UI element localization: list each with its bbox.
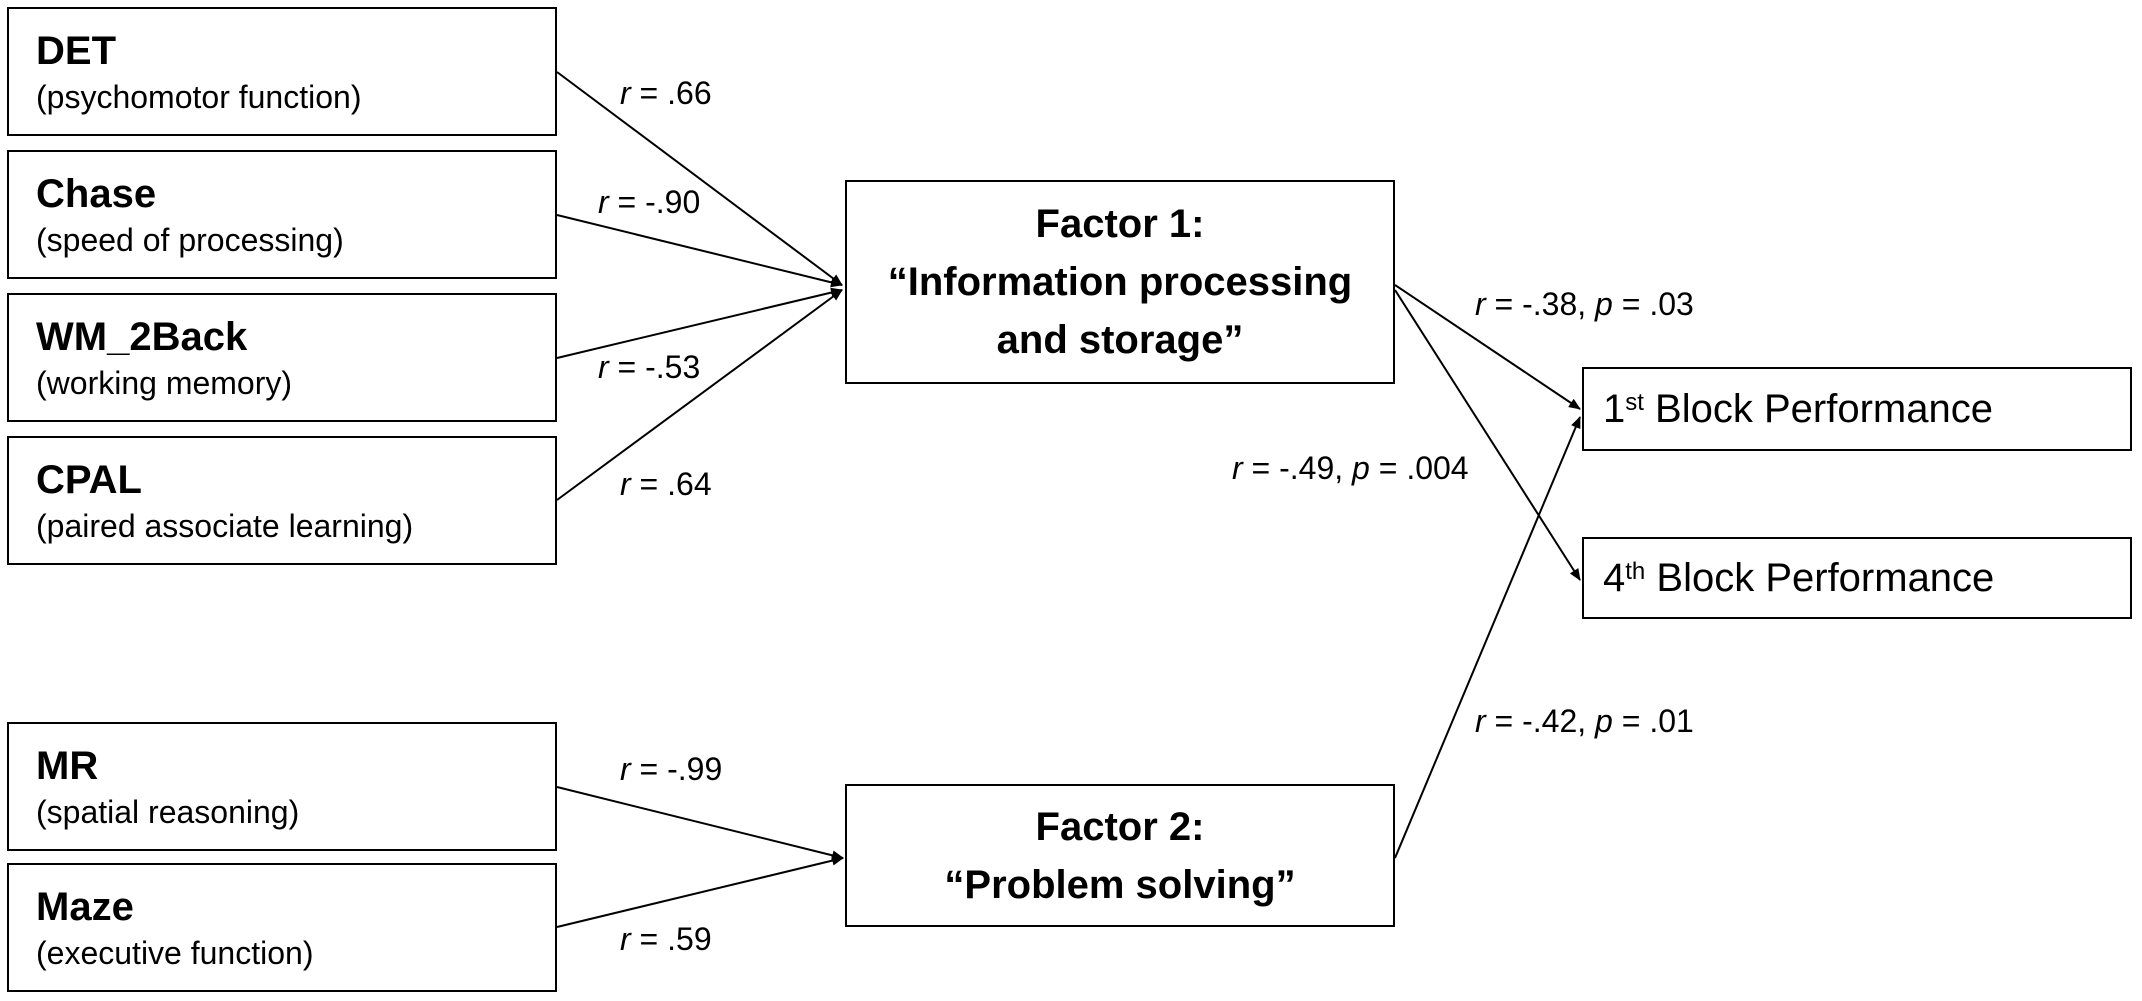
edge-label-maze-factor2: r = .59 — [620, 921, 712, 957]
r-symbol: r — [620, 466, 631, 502]
r-value: = -.42, — [1494, 703, 1587, 739]
factor-title: Factor 2: — [1035, 804, 1205, 849]
arrow-mr-to-factor2 — [556, 786, 844, 861]
edge-label-wm2back-factor1: r = -.53 — [598, 349, 700, 385]
edge-label-factor1-block1: r = -.38, p = .03 — [1475, 286, 1694, 322]
p-symbol: p — [1595, 286, 1613, 322]
test-description: (speed of processing) — [36, 222, 344, 258]
edge-label-factor1-block4: r = -.49, p = .004 — [1232, 450, 1469, 486]
r-symbol: r — [1475, 286, 1486, 322]
test-name: WM_2Back — [36, 315, 248, 359]
test-name: CPAL — [36, 458, 142, 502]
r-symbol: r — [598, 349, 609, 385]
outcome-label: Block Performance — [1656, 555, 1995, 600]
test-box-maze: Maze (executive function) — [7, 863, 557, 992]
r-value: = -.99 — [639, 751, 723, 787]
r-value: = -.53 — [617, 349, 701, 385]
arrow-chase-to-factor1 — [556, 214, 843, 288]
r-symbol: r — [598, 184, 609, 220]
p-value: = .03 — [1621, 286, 1694, 322]
factor-title: Factor 1: — [1035, 202, 1205, 246]
test-box-wm2back: WM_2Back (working memory) — [7, 293, 557, 422]
factor-box-1: Factor 1: “Information processing and st… — [845, 180, 1395, 384]
test-box-det: DET (psychomotor function) — [7, 7, 557, 136]
test-name: MR — [36, 744, 99, 788]
outcome-ordinal-suffix: th — [1625, 558, 1646, 585]
test-name: DET — [36, 29, 116, 73]
arrow-maze-to-factor2 — [556, 855, 844, 928]
test-box-mr: MR (spatial reasoning) — [7, 722, 557, 851]
r-symbol: r — [1475, 703, 1486, 739]
test-description: (working memory) — [36, 365, 293, 401]
factor-name-line1: “Information processing — [887, 260, 1353, 304]
r-symbol: r — [1232, 450, 1243, 486]
test-box-chase: Chase (speed of processing) — [7, 150, 557, 279]
r-symbol: r — [620, 921, 631, 957]
edge-label-det-factor1: r = .66 — [620, 75, 712, 111]
arrow-cpal-to-factor1 — [556, 289, 843, 501]
edge-label-cpal-factor1: r = .64 — [620, 466, 712, 502]
test-description: (psychomotor function) — [36, 79, 362, 115]
arrow-wm2back-to-factor1 — [556, 287, 843, 359]
arrow-factor2-to-block1 — [1394, 416, 1581, 859]
arrow-factor1-to-block1 — [1394, 284, 1581, 410]
r-symbol: r — [620, 751, 631, 787]
r-symbol: r — [620, 75, 631, 111]
edge-label-chase-factor1: r = -.90 — [598, 184, 700, 220]
r-value: = -.49, — [1251, 450, 1344, 486]
r-value: = -.38, — [1494, 286, 1587, 322]
test-name: Maze — [36, 885, 134, 929]
r-value: = .59 — [639, 921, 712, 957]
factor-name-line2: and storage” — [996, 318, 1244, 362]
factor-name-line1: “Problem solving” — [944, 862, 1296, 907]
outcome-label: Block Performance — [1655, 386, 1993, 431]
p-value: = .01 — [1621, 703, 1694, 739]
outcome-ordinal: 4 — [1603, 555, 1626, 600]
outcome-ordinal: 1 — [1603, 386, 1626, 431]
arrow-det-to-factor1 — [556, 71, 843, 286]
p-symbol: p — [1595, 703, 1613, 739]
outcome-ordinal-suffix: st — [1625, 389, 1644, 416]
p-value: = .004 — [1378, 450, 1469, 486]
r-value: = .66 — [639, 75, 712, 111]
edge-label-mr-factor2: r = -.99 — [620, 751, 722, 787]
edge-label-factor2-block1: r = -.42, p = .01 — [1475, 703, 1694, 739]
test-description: (executive function) — [36, 935, 314, 971]
p-symbol: p — [1352, 450, 1370, 486]
factor-box-2: Factor 2: “Problem solving” — [845, 784, 1395, 927]
test-description: (paired associate learning) — [36, 508, 414, 544]
r-value: = -.90 — [617, 184, 701, 220]
r-value: = .64 — [639, 466, 712, 502]
arrow-factor1-to-block4 — [1394, 289, 1581, 581]
test-box-cpal: CPAL (paired associate learning) — [7, 436, 557, 565]
test-description: (spatial reasoning) — [36, 794, 300, 830]
test-name: Chase — [36, 172, 157, 216]
